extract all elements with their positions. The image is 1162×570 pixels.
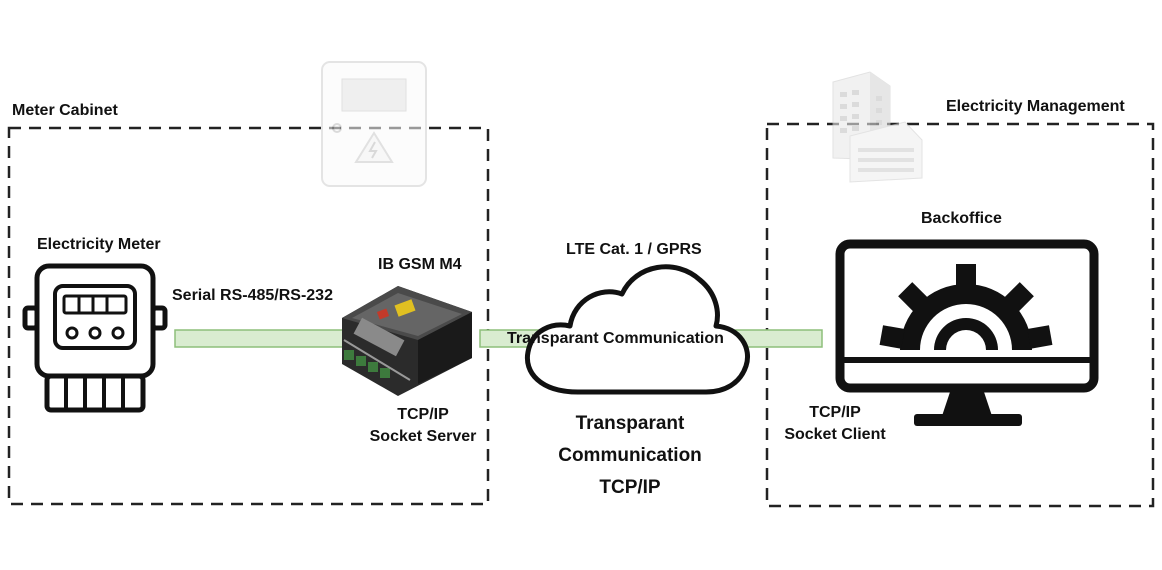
- meter-cabinet-title: Meter Cabinet: [12, 102, 118, 119]
- network-caption-line2: Communication: [558, 445, 702, 466]
- electricity-meter-label: Electricity Meter: [37, 236, 161, 253]
- gateway-label: IB GSM M4: [378, 256, 462, 273]
- electricity-management-box: [765, 122, 1155, 508]
- serial-link-bar: [174, 329, 344, 348]
- gateway-role-line1: TCP/IP: [397, 406, 449, 423]
- cloud-icon: [524, 264, 750, 395]
- backoffice-role-line1: TCP/IP: [809, 404, 861, 421]
- network-caption-line3: TCP/IP: [599, 477, 661, 498]
- gateway-role-line2: Socket Server: [369, 428, 477, 445]
- electricity-management-title: Electricity Management: [946, 98, 1125, 115]
- monitor-gear-icon: [835, 239, 1099, 426]
- serial-link-label: Serial RS-485/RS-232: [172, 287, 333, 304]
- transparent-channel-label: Transparant Communication: [507, 330, 724, 347]
- cabinet-icon: [321, 61, 427, 187]
- gsm-device-icon: [342, 286, 472, 396]
- network-caption-line1: Transparant: [575, 413, 685, 434]
- backoffice-role-line2: Socket Client: [784, 426, 886, 443]
- backoffice-label: Backoffice: [921, 210, 1002, 227]
- meter-icon: [22, 263, 168, 413]
- meter-cabinet-box: [7, 126, 490, 506]
- building-icon: [832, 71, 923, 183]
- network-label: LTE Cat. 1 / GPRS: [566, 241, 702, 258]
